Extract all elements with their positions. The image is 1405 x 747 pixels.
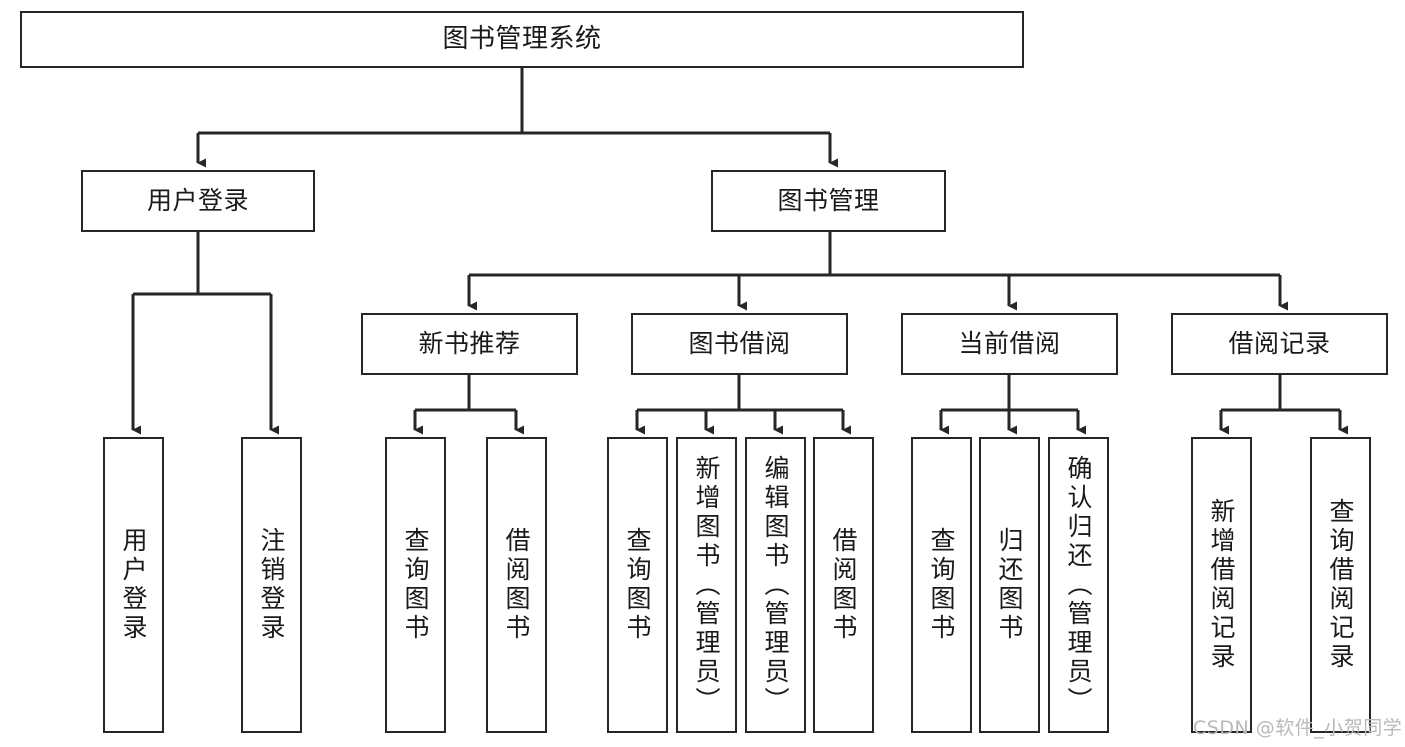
node-label: 借阅图书 <box>829 527 858 643</box>
node-label: 确认归还（管理员） <box>1064 454 1093 716</box>
node-leaf-edit-book[interactable]: 编辑图书（管理员） <box>745 437 806 733</box>
node-label: 新书推荐 <box>418 329 521 359</box>
node-user-login[interactable]: 用户登录 <box>81 170 315 232</box>
node-leaf-add-record[interactable]: 新增借阅记录 <box>1191 437 1252 733</box>
node-label: 借阅记录 <box>1228 329 1331 359</box>
node-label: 注销登录 <box>257 527 286 643</box>
node-root-system[interactable]: 图书管理系统 <box>20 11 1024 68</box>
node-leaf-borrow-book-2[interactable]: 借阅图书 <box>813 437 874 733</box>
node-leaf-query-book-1[interactable]: 查询图书 <box>385 437 446 733</box>
node-label: 归还图书 <box>995 527 1024 643</box>
node-book-borrow[interactable]: 图书借阅 <box>631 313 848 375</box>
node-leaf-user-login[interactable]: 用户登录 <box>103 437 164 733</box>
node-leaf-return-book[interactable]: 归还图书 <box>979 437 1040 733</box>
node-label: 编辑图书（管理员） <box>761 454 790 716</box>
node-label: 查询借阅记录 <box>1326 498 1355 672</box>
csdn-watermark: CSDN @软件_小贺同学 <box>1193 717 1403 739</box>
node-label: 图书管理系统 <box>442 24 602 55</box>
node-leaf-borrow-book-1[interactable]: 借阅图书 <box>486 437 547 733</box>
node-leaf-query-book-2[interactable]: 查询图书 <box>607 437 668 733</box>
node-label: 用户登录 <box>146 186 249 216</box>
node-leaf-user-logout[interactable]: 注销登录 <box>241 437 302 733</box>
node-label: 用户登录 <box>119 527 148 643</box>
node-label: 查询图书 <box>623 527 652 643</box>
node-leaf-confirm-return[interactable]: 确认归还（管理员） <box>1048 437 1109 733</box>
node-label: 新增图书（管理员） <box>692 454 721 716</box>
node-label: 新增借阅记录 <box>1207 498 1236 672</box>
node-label: 图书管理 <box>777 186 880 216</box>
node-borrow-record[interactable]: 借阅记录 <box>1171 313 1388 375</box>
node-label: 查询图书 <box>927 527 956 643</box>
node-leaf-query-book-3[interactable]: 查询图书 <box>911 437 972 733</box>
node-label: 查询图书 <box>401 527 430 643</box>
node-book-manage[interactable]: 图书管理 <box>711 170 946 232</box>
node-leaf-query-record[interactable]: 查询借阅记录 <box>1310 437 1371 733</box>
node-current-borrow[interactable]: 当前借阅 <box>901 313 1118 375</box>
node-label: 当前借阅 <box>958 329 1061 359</box>
node-leaf-add-book[interactable]: 新增图书（管理员） <box>676 437 737 733</box>
node-new-book-rec[interactable]: 新书推荐 <box>361 313 578 375</box>
node-label: 借阅图书 <box>502 527 531 643</box>
node-label: 图书借阅 <box>688 329 791 359</box>
